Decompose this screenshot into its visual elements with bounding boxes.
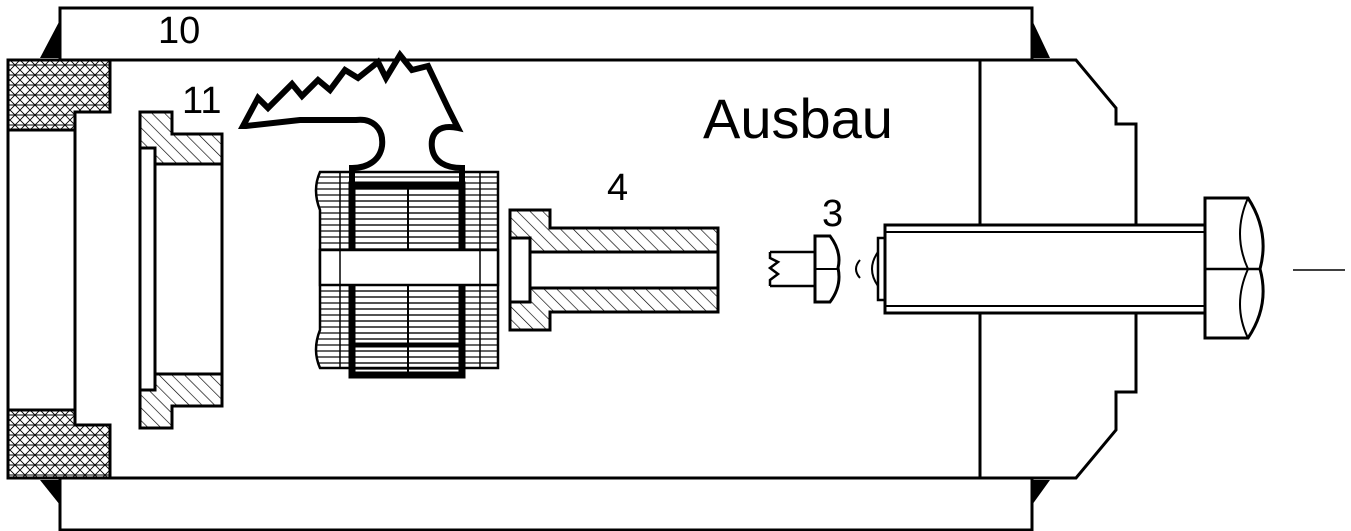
bearing-block xyxy=(314,170,500,379)
part-3-screw xyxy=(767,234,861,304)
part-4-sleeve xyxy=(508,208,720,332)
part-11-bushing xyxy=(138,110,224,430)
label-part-11: 11 xyxy=(182,80,221,122)
tool-breakout xyxy=(237,49,465,188)
label-part-3: 3 xyxy=(822,193,843,235)
long-bolt xyxy=(871,196,1265,340)
label-part-4: 4 xyxy=(607,167,628,209)
label-part-10: 10 xyxy=(158,10,200,52)
drawing-title: Ausbau xyxy=(703,87,893,150)
housing-bars xyxy=(40,6,1050,531)
right-flange xyxy=(978,58,1138,480)
